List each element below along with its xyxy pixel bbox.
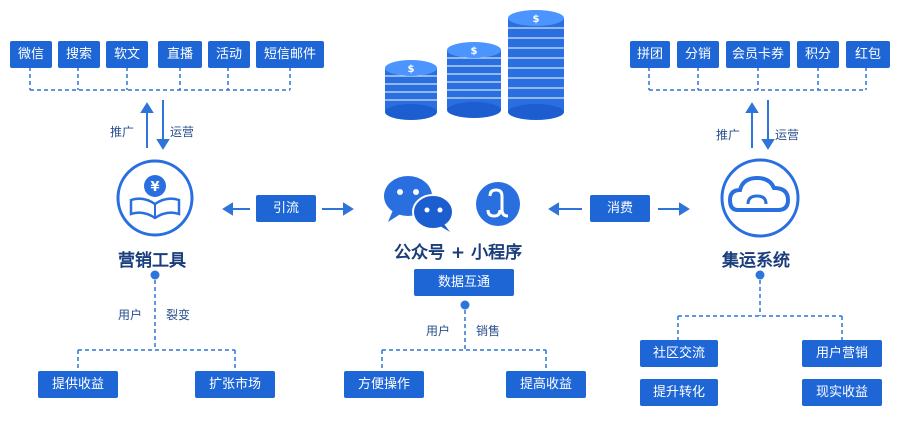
output-tag-increase-revenue: 提高收益 xyxy=(506,371,586,398)
center-user-label: 用户 xyxy=(426,324,451,338)
data-sync-tag: 数据互通 xyxy=(414,269,514,296)
collection-system-connector xyxy=(677,270,843,340)
right-promote-label: 推广 xyxy=(716,128,741,142)
output-tag-easy-operation: 方便操作 xyxy=(344,371,424,398)
output-tag-provide-revenue: 提供收益 xyxy=(38,371,118,398)
mini-program-icon xyxy=(476,182,520,226)
feature-tag-groupbuy: 拼团 xyxy=(630,41,670,68)
flow-tag-consume: 消费 xyxy=(590,195,650,222)
left-updown-arrows xyxy=(140,100,170,150)
center-connector xyxy=(381,300,547,370)
output-tag-community: 社区交流 xyxy=(640,340,718,367)
feature-tag-redpacket: 红包 xyxy=(846,41,890,68)
center-title: 公众号 + 小程序 xyxy=(394,243,523,263)
right-updown-arrows xyxy=(745,100,775,150)
flow-tag-traffic: 引流 xyxy=(256,195,316,222)
svg-text:$: $ xyxy=(533,14,540,25)
channel-tag-wechat: 微信 xyxy=(10,41,52,68)
output-tag-expand-market: 扩张市场 xyxy=(195,371,275,398)
output-tag-user-marketing: 用户营销 xyxy=(802,340,882,367)
feature-tag-member-coupon: 会员卡券 xyxy=(726,41,790,68)
flow-right-arrows xyxy=(548,202,690,216)
left-promote-label: 推广 xyxy=(110,125,135,139)
output-tag-conversion: 提升转化 xyxy=(640,379,718,406)
channel-tag-livestream: 直播 xyxy=(158,41,202,68)
marketing-tool-title: 营销工具 xyxy=(118,251,186,271)
output-tag-real-revenue: 现实收益 xyxy=(802,379,882,406)
book-yuan-icon: ¥ xyxy=(116,159,194,237)
feature-tag-distribution: 分销 xyxy=(677,41,719,68)
svg-text:$: $ xyxy=(408,64,415,75)
left-operate-label: 运营 xyxy=(170,125,195,139)
feature-tag-points: 积分 xyxy=(797,41,839,68)
marketing-fission-label: 裂变 xyxy=(166,308,191,322)
collection-system-title: 集运系统 xyxy=(722,251,790,271)
svg-text:$: $ xyxy=(471,46,478,57)
channel-tag-sms-email: 短信邮件 xyxy=(256,41,324,68)
marketing-user-label: 用户 xyxy=(118,308,143,322)
svg-text:¥: ¥ xyxy=(150,180,159,195)
coin-stacks-icon: $ $ xyxy=(385,10,564,120)
wechat-icon xyxy=(384,176,454,232)
channel-tag-search: 搜索 xyxy=(58,41,100,68)
channel-tag-activity: 活动 xyxy=(208,41,250,68)
channel-tag-softarticle: 软文 xyxy=(106,41,148,68)
right-features-bracket xyxy=(648,67,867,91)
center-sales-label: 销售 xyxy=(476,324,501,338)
right-operate-label: 运营 xyxy=(775,128,800,142)
cloud-icon xyxy=(720,158,800,238)
marketing-tool-connector xyxy=(77,270,236,370)
flow-left-arrows xyxy=(222,202,354,216)
left-channels-bracket xyxy=(29,67,291,91)
